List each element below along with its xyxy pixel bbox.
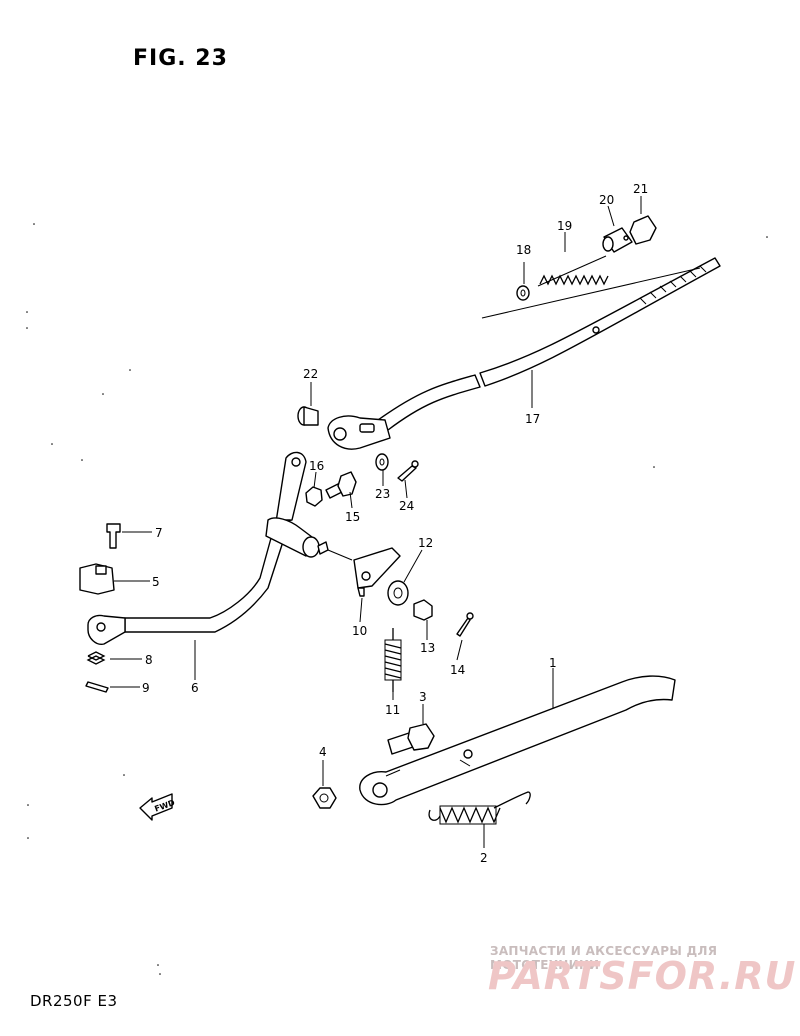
- washer-cotter: [375, 453, 419, 482]
- figure-title: FIG. 23: [133, 46, 228, 71]
- washer-castle-nut: [387, 580, 474, 637]
- callout-16: 16: [309, 459, 324, 473]
- callout-6: 6: [191, 681, 199, 695]
- pedal-small-parts: [79, 523, 121, 693]
- callout-9: 9: [142, 681, 150, 695]
- leader-lines: [110, 196, 642, 848]
- callout-4: 4: [319, 745, 327, 759]
- pedal-spring: [384, 628, 402, 692]
- bolt-nut: [305, 471, 357, 507]
- side-stand: [359, 675, 676, 806]
- callout-10: 10: [352, 624, 367, 638]
- callout-13: 13: [420, 641, 435, 655]
- callout-2: 2: [480, 851, 488, 865]
- stand-spring: [428, 791, 531, 825]
- model-code: DR250F E3: [30, 992, 118, 1010]
- stand-bolt-nut: [312, 723, 435, 809]
- callout-18: 18: [516, 243, 531, 257]
- callout-7: 7: [155, 526, 163, 540]
- callout-20: 20: [599, 193, 614, 207]
- callout-15: 15: [345, 510, 360, 524]
- bracket: [327, 547, 401, 597]
- brake-pedal: [87, 451, 329, 645]
- callout-8: 8: [145, 653, 153, 667]
- watermark-tagline: ЗАПЧАСТИ И АКСЕССУАРЫ ДЛЯ МОТОТЕХНИКИ: [490, 944, 718, 972]
- callout-11: 11: [385, 703, 400, 717]
- callout-3: 3: [419, 690, 427, 704]
- callout-labels: 1 2 3 4 5 6 7 8 9 10 11 12 13 14 15 16 1…: [142, 182, 648, 865]
- fwd-arrow: FWD: [139, 793, 176, 821]
- callout-22: 22: [303, 367, 318, 381]
- callout-19: 19: [557, 219, 572, 233]
- callout-23: 23: [375, 487, 390, 501]
- adjuster-parts: [516, 215, 657, 301]
- callout-5: 5: [152, 575, 160, 589]
- brake-rod: [327, 257, 721, 450]
- callout-21: 21: [633, 182, 648, 196]
- callout-24: 24: [399, 499, 414, 513]
- watermark-logo: PARTSFOR.RU: [488, 954, 797, 998]
- callout-12: 12: [418, 536, 433, 550]
- specks: [26, 223, 768, 975]
- callout-17: 17: [525, 412, 540, 426]
- callout-1: 1: [549, 656, 557, 670]
- clevis-pin: [297, 406, 319, 426]
- callout-14: 14: [450, 663, 465, 677]
